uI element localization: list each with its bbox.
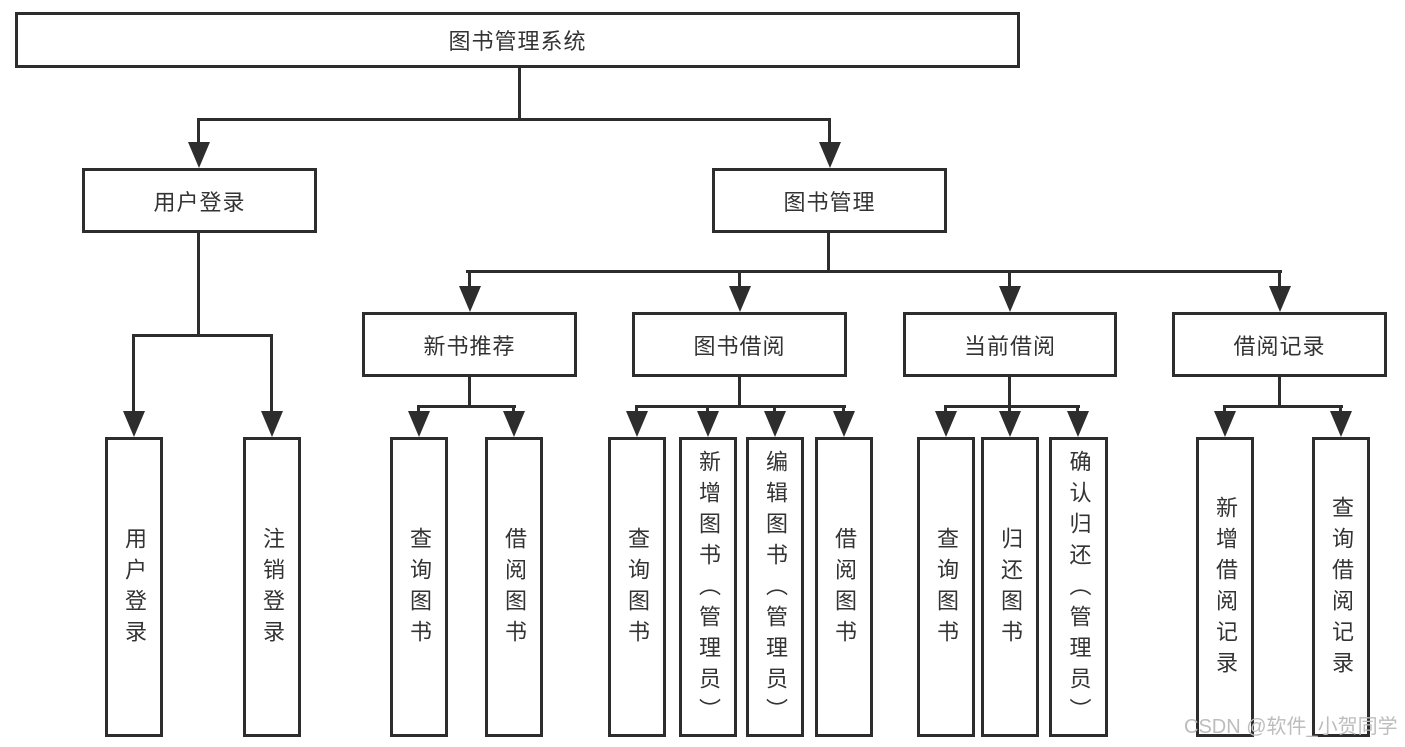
leaf-add-borrow-record: 新增借阅记录 xyxy=(1196,437,1254,737)
connector-records-rail xyxy=(1224,405,1343,408)
connector-root-rail xyxy=(197,118,831,121)
arrowhead-icon xyxy=(935,411,957,437)
leaf-add-books-admin: 新增图书（管理员） xyxy=(679,437,737,737)
arrowhead-icon xyxy=(123,411,145,437)
connector-drop xyxy=(842,405,845,415)
arrowhead-icon xyxy=(764,411,786,437)
arrowhead-icon xyxy=(261,411,283,437)
node-user-login: 用户登录 xyxy=(82,168,317,233)
connector-drop-borrow xyxy=(738,270,741,288)
connector-recommend-stem xyxy=(468,377,471,408)
arrowhead-icon xyxy=(999,411,1021,437)
connector-drop-records xyxy=(1278,270,1281,288)
leaf-edit-books-admin: 编辑图书（管理员） xyxy=(746,437,804,737)
node-book-borrowing: 图书借阅 xyxy=(632,312,847,377)
connector-user-login-rail xyxy=(132,334,273,337)
connector-records-stem xyxy=(1278,377,1281,408)
leaf-user-login: 用户登录 xyxy=(105,437,163,737)
leaf-query-books-borrow: 查询图书 xyxy=(608,437,666,737)
arrowhead-icon xyxy=(819,142,841,168)
arrowhead-icon xyxy=(833,411,855,437)
arrowhead-icon xyxy=(1214,411,1236,437)
leaf-query-books-current: 查询图书 xyxy=(917,437,975,737)
leaf-borrow-books: 借阅图书 xyxy=(815,437,873,737)
arrowhead-icon xyxy=(408,411,430,437)
connector-drop-user-login xyxy=(197,118,200,144)
connector-user-login-stem xyxy=(197,233,200,337)
leaf-confirm-return-admin: 确认归还（管理员） xyxy=(1049,437,1108,737)
node-borrowing-records: 借阅记录 xyxy=(1172,312,1387,377)
connector-drop-recommend xyxy=(468,270,471,288)
arrowhead-icon xyxy=(1330,411,1352,437)
node-book-management-system: 图书管理系统 xyxy=(15,12,1020,68)
connector-current-stem xyxy=(1008,377,1011,408)
connector-drop-book-mgmt xyxy=(828,118,831,144)
arrowhead-icon xyxy=(503,411,525,437)
arrowhead-icon xyxy=(1269,286,1291,312)
connector-root-stem xyxy=(518,68,521,120)
watermark: CSDN @软件_小贺同学 xyxy=(1184,716,1398,738)
node-new-book-recommend: 新书推荐 xyxy=(362,312,577,377)
connector-drop xyxy=(944,405,947,415)
connector-drop xyxy=(1223,405,1226,415)
connector-drop xyxy=(1339,405,1342,415)
connector-book-mgmt-rail xyxy=(466,270,1282,273)
connector-drop xyxy=(417,405,420,415)
leaf-logout: 注销登录 xyxy=(243,437,301,737)
connector-borrow-stem xyxy=(738,377,741,408)
connector-drop xyxy=(635,405,638,415)
connector-drop-leaf-login xyxy=(132,334,135,414)
connector-borrow-rail xyxy=(636,405,846,408)
connector-drop xyxy=(1008,405,1011,415)
connector-book-mgmt-stem xyxy=(827,233,830,272)
arrowhead-icon xyxy=(697,411,719,437)
arrowhead-icon xyxy=(459,286,481,312)
arrowhead-icon xyxy=(1067,411,1089,437)
connector-drop-leaf-logout xyxy=(270,334,273,414)
connector-drop xyxy=(512,405,515,415)
connector-drop-current xyxy=(1008,270,1011,288)
node-current-borrowing: 当前借阅 xyxy=(903,312,1117,377)
connector-recommend-rail xyxy=(418,405,516,408)
arrowhead-icon xyxy=(729,286,751,312)
leaf-query-books-recommend: 查询图书 xyxy=(390,437,448,737)
arrowhead-icon xyxy=(999,286,1021,312)
connector-drop xyxy=(1076,405,1079,415)
leaf-return-books: 归还图书 xyxy=(981,437,1039,737)
connector-drop xyxy=(773,405,776,415)
connector-drop xyxy=(706,405,709,415)
node-book-management: 图书管理 xyxy=(712,168,947,233)
arrowhead-icon xyxy=(626,411,648,437)
connector-current-rail xyxy=(944,405,1080,408)
leaf-query-borrow-record: 查询借阅记录 xyxy=(1312,437,1370,737)
arrowhead-icon xyxy=(188,142,210,168)
leaf-borrow-books-recommend: 借阅图书 xyxy=(485,437,543,737)
